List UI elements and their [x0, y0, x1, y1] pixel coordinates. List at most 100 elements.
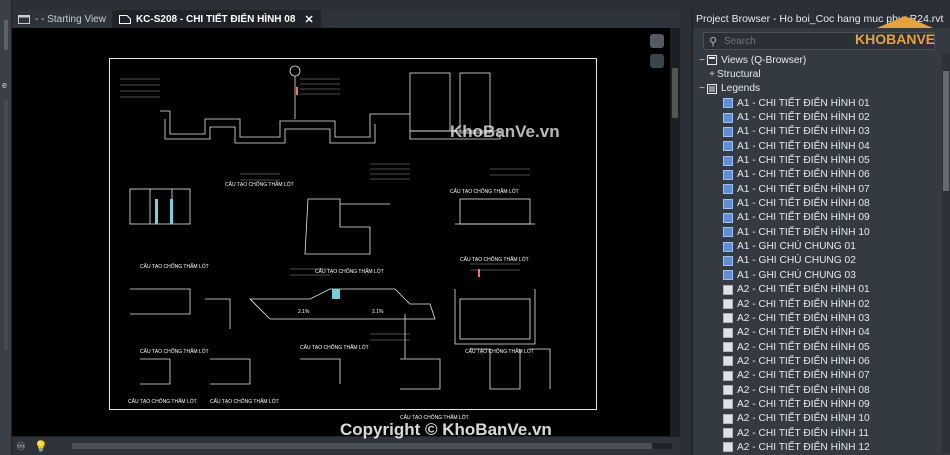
tree-item-legend-view[interactable]: A1 - CHI TIẾT ĐIỂN HÌNH 02 — [693, 110, 941, 124]
left-strip-scroll-thumb[interactable] — [4, 20, 8, 50]
tree-item-label: A2 - CHI TIẾT ĐIỂN HÌNH 03 — [737, 312, 870, 324]
scroll-thumb[interactable] — [943, 71, 949, 191]
views-icon — [707, 55, 717, 66]
tree-item-label: A1 - CHI TIẾT ĐIỂN HÌNH 10 — [737, 226, 870, 238]
tree-item-legend-view[interactable]: A1 - CHI TIẾT ĐIỂN HÌNH 08 — [693, 196, 941, 210]
tree-item-label: A1 - CHI TIẾT ĐIỂN HÌNH 05 — [737, 155, 870, 167]
detail-caption: CẤU TẠO CHỐNG THẤM LÓT — [400, 415, 469, 421]
tree-item-label: A1 - CHI TIẾT ĐIỂN HÌNH 02 — [737, 112, 870, 124]
tree-item-legend-view[interactable]: A1 - CHI TIẾT ĐIỂN HÌNH 06 — [693, 168, 941, 182]
watermark-text: KhoBanVe.vn — [450, 122, 560, 141]
tree-item-legends[interactable]: − Legends — [693, 82, 941, 96]
legend-view-icon — [723, 169, 733, 180]
tree-item-legend-view[interactable]: A2 - CHI TIẾT ĐIỂN HÌNH 07 — [693, 369, 941, 383]
tree-item-label: A2 - CHI TIẾT ĐIỂN HÌNH 10 — [737, 413, 870, 425]
zoom-icon[interactable] — [650, 54, 664, 68]
left-panel-strip: e — [0, 0, 12, 455]
sheet-tab-icon — [118, 15, 131, 24]
tree-item-views-root[interactable]: − Views (Q-Browser) — [693, 53, 941, 67]
search-input[interactable] — [724, 34, 924, 48]
tree-item-legend-view[interactable]: A2 - CHI TIẾT ĐIỂN HÌNH 11 — [693, 426, 941, 440]
tree-item-legend-view[interactable]: A2 - CHI TIẾT ĐIỂN HÌNH 09 — [693, 397, 941, 411]
tree-item-label: Legends — [721, 83, 761, 95]
tree-item-legend-view[interactable]: A2 - CHI TIẾT ĐIỂN HÌNH 10 — [693, 412, 941, 426]
tree-item-label: A1 - CHI TIẾT ĐIỂN HÌNH 04 — [737, 140, 870, 152]
search-field[interactable]: ⚲ — [703, 32, 935, 50]
tab-kc-s208[interactable]: KC-S208 - CHI TIẾT ĐIỂN HÌNH 08 ✕ — [112, 10, 321, 28]
khobanve-logo: KHOBANVE — [855, 16, 935, 47]
tree-item-structural[interactable]: +Structural — [693, 67, 941, 81]
tree-item-legend-view[interactable]: A2 - CHI TIẾT ĐIỂN HÌNH 02 — [693, 297, 941, 311]
tree-item-legend-view[interactable]: A2 - CHI TIẾT ĐIỂN HÌNH 06 — [693, 354, 941, 368]
tree-item-legend-view[interactable]: A1 - CHI TIẾT ĐIỂN HÌNH 04 — [693, 139, 941, 153]
tree-item-label: A1 - CHI TIẾT ĐIỂN HÌNH 01 — [737, 97, 870, 109]
detail-caption: CẤU TẠO CHỐNG THẤM LÓT — [315, 269, 384, 275]
legend-view-icon — [723, 255, 733, 266]
tree-item-label: A1 - GHI CHÚ CHUNG 03 — [737, 269, 856, 281]
tree-item-legend-view[interactable]: A1 - CHI TIẾT ĐIỂN HÌNH 10 — [693, 225, 941, 239]
legend-view-icon — [723, 212, 733, 223]
tree-item-legend-view[interactable]: A1 - GHI CHÚ CHUNG 02 — [693, 254, 941, 268]
tree-item-label: A1 - CHI TIẾT ĐIỂN HÌNH 06 — [737, 169, 870, 181]
left-strip-scroll-track[interactable] — [4, 100, 8, 350]
collapse-icon[interactable]: − — [699, 83, 705, 95]
tree-item-legend-view[interactable]: A1 - CHI TIẾT ĐIỂN HÌNH 05 — [693, 153, 941, 167]
canvas-horizontal-scrollbar[interactable] — [72, 443, 672, 449]
collapse-icon[interactable]: − — [699, 54, 705, 66]
scroll-thumb[interactable] — [672, 68, 678, 118]
slope-label: 2.1% — [298, 309, 310, 315]
tree-item-label: A2 - CHI TIẾT ĐIỂN HÌNH 06 — [737, 355, 870, 367]
tree-item-label: A2 - CHI TIẾT ĐIỂN HÌNH 11 — [737, 427, 869, 439]
tree-item-legend-view[interactable]: A1 - CHI TIẾT ĐIỂN HÌNH 01 — [693, 96, 941, 110]
steering-wheel-icon[interactable] — [650, 34, 664, 48]
detail-caption: CẤU TẠO CHỐNG THẤM LÓT — [140, 264, 209, 270]
tree-item-label: A1 - GHI CHÚ CHUNG 02 — [737, 255, 856, 267]
tree-item-legend-view[interactable]: A1 - CHI TIẾT ĐIỂN HÌNH 03 — [693, 125, 941, 139]
lightbulb-icon[interactable]: 💡 — [34, 441, 48, 453]
legend-view-icon — [723, 313, 733, 324]
tree-item-label: Views (Q-Browser) — [721, 54, 807, 66]
view-tab-bar: - - Starting View KC-S208 - CHI TIẾT ĐIỂ… — [12, 10, 680, 28]
tree-item-legend-view[interactable]: A2 - CHI TIẾT ĐIỂN HÌNH 12 — [693, 440, 941, 454]
drawing-canvas[interactable]: CẤU TẠO CHỐNG THẤM LÓT CẤU TẠO CHỐNG THẤ… — [12, 28, 680, 436]
canvas-vertical-scrollbar[interactable] — [670, 28, 680, 436]
slope-label: 2.1% — [372, 309, 384, 315]
tree-item-label: A2 - CHI TIẾT ĐIỂN HÌNH 02 — [737, 298, 870, 310]
tree-item-legend-view[interactable]: A1 - GHI CHÚ CHUNG 01 — [693, 239, 941, 253]
slab-profile — [160, 110, 410, 138]
browser-vertical-scrollbar[interactable] — [942, 53, 950, 453]
legend-view-icon — [723, 299, 733, 310]
legend-view-icon — [723, 399, 733, 410]
project-browser-title: Project Browser - Ho boi_Coc hang muc ph… — [696, 13, 944, 25]
tree-item-legend-view[interactable]: A1 - CHI TIẾT ĐIỂN HÌNH 09 — [693, 211, 941, 225]
expand-icon[interactable]: + — [709, 69, 715, 81]
detail-caption: CẤU TẠO CHỐNG THẤM LÓT — [128, 399, 197, 405]
legend-view-icon — [723, 241, 733, 252]
legend-view-icon — [723, 385, 733, 396]
legends-icon — [707, 83, 717, 94]
tree-item-legend-view[interactable]: A1 - CHI TIẾT ĐIỂN HÌNH 07 — [693, 182, 941, 196]
legend-view-icon — [723, 155, 733, 166]
tree-item-label: A2 - CHI TIẾT ĐIỂN HÌNH 12 — [737, 441, 870, 453]
tree-item-legend-view[interactable]: A2 - CHI TIẾT ĐIỂN HÌNH 04 — [693, 326, 941, 340]
tree-item-legend-view[interactable]: A2 - CHI TIẾT ĐIỂN HÌNH 03 — [693, 311, 941, 325]
tab-label: KC-S208 - CHI TIẾT ĐIỂN HÌNH 08 — [135, 13, 296, 25]
legend-view-icon — [723, 227, 733, 238]
tree-item-label: Structural — [717, 69, 761, 81]
close-tab-icon[interactable]: ✕ — [304, 13, 314, 26]
visual-style-icon[interactable]: ♾ — [16, 441, 26, 453]
scroll-thumb[interactable] — [72, 443, 652, 449]
detail-drawings — [120, 65, 551, 390]
legend-view-icon — [723, 184, 733, 195]
tree-item-label: A1 - CHI TIẾT ĐIỂN HÌNH 07 — [737, 183, 870, 195]
search-icon: ⚲ — [709, 36, 718, 48]
tree-item-legend-view[interactable]: A2 - CHI TIẾT ĐIỂN HÌNH 05 — [693, 340, 941, 354]
tab-starting-view[interactable]: - - Starting View — [12, 10, 113, 28]
tree-item-legend-view[interactable]: A2 - CHI TIẾT ĐIỂN HÌNH 01 — [693, 283, 941, 297]
view-control-bar: ♾ 💡 — [12, 436, 680, 455]
tree-item-legend-view[interactable]: A1 - GHI CHÚ CHUNG 03 — [693, 268, 941, 282]
legend-view-icon — [723, 413, 733, 424]
tree-item-label: A2 - CHI TIẾT ĐIỂN HÌNH 08 — [737, 384, 870, 396]
legend-view-icon — [723, 270, 733, 281]
tree-item-legend-view[interactable]: A2 - CHI TIẾT ĐIỂN HÌNH 08 — [693, 383, 941, 397]
